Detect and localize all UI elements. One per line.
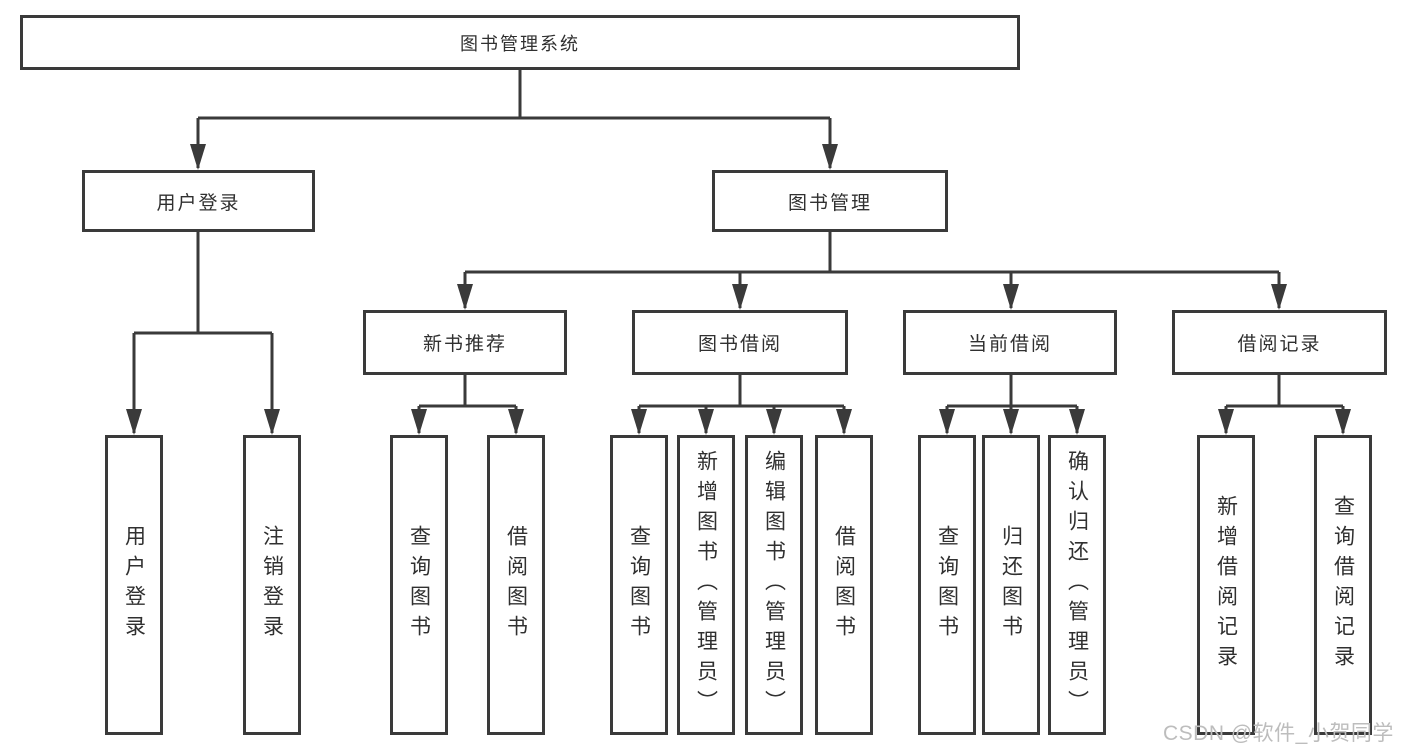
node-label: 新书推荐 <box>422 334 507 355</box>
node-label: 查询图书 <box>935 525 959 645</box>
node-label: 查询图书 <box>407 525 431 645</box>
node-label: 新增图书（管理员） <box>694 450 718 720</box>
node-label: 借阅记录 <box>1237 334 1322 355</box>
node-label: 当前借阅 <box>967 334 1052 355</box>
node-leaf-borrow-books: 借阅图书 <box>487 435 545 735</box>
csdn-watermark: CSDN @软件_小贺同学 <box>1163 722 1394 745</box>
node-leaf-query-books-3: 查询图书 <box>918 435 976 735</box>
node-label: 图书借阅 <box>697 334 782 355</box>
node-leaf-query-books: 查询图书 <box>390 435 448 735</box>
node-label: 归还图书 <box>999 525 1023 645</box>
node-leaf-query-books-2: 查询图书 <box>610 435 668 735</box>
node-label: 编辑图书（管理员） <box>762 450 786 720</box>
node-new-book-recommendation: 新书推荐 <box>363 310 567 375</box>
node-leaf-return-books: 归还图书 <box>982 435 1040 735</box>
node-leaf-logout: 注销登录 <box>243 435 301 735</box>
node-label: 图书管理系统 <box>460 33 580 54</box>
node-user-login: 用户登录 <box>82 170 315 232</box>
node-book-borrowing: 图书借阅 <box>632 310 848 375</box>
node-label: 注销登录 <box>260 525 284 645</box>
node-leaf-confirm-return-admin: 确认归还（管理员） <box>1048 435 1106 735</box>
node-book-management: 图书管理 <box>712 170 948 232</box>
node-label: 查询借阅记录 <box>1331 495 1355 675</box>
node-label: 用户登录 <box>156 192 241 214</box>
node-leaf-borrow-books-2: 借阅图书 <box>815 435 873 735</box>
node-label: 借阅图书 <box>832 525 856 645</box>
node-label: 确认归还（管理员） <box>1065 450 1089 720</box>
node-borrowing-records: 借阅记录 <box>1172 310 1387 375</box>
node-current-borrowing: 当前借阅 <box>903 310 1117 375</box>
node-leaf-user-login: 用户登录 <box>105 435 163 735</box>
node-library-management-system: 图书管理系统 <box>20 15 1020 70</box>
node-label: 用户登录 <box>122 525 146 645</box>
node-label: 借阅图书 <box>504 525 528 645</box>
node-leaf-add-borrow-record: 新增借阅记录 <box>1197 435 1255 735</box>
node-leaf-add-books-admin: 新增图书（管理员） <box>677 435 735 735</box>
node-label: 图书管理 <box>787 192 872 214</box>
node-label: 查询图书 <box>627 525 651 645</box>
node-leaf-query-borrow-record: 查询借阅记录 <box>1314 435 1372 735</box>
node-label: 新增借阅记录 <box>1214 495 1238 675</box>
node-leaf-edit-books-admin: 编辑图书（管理员） <box>745 435 803 735</box>
